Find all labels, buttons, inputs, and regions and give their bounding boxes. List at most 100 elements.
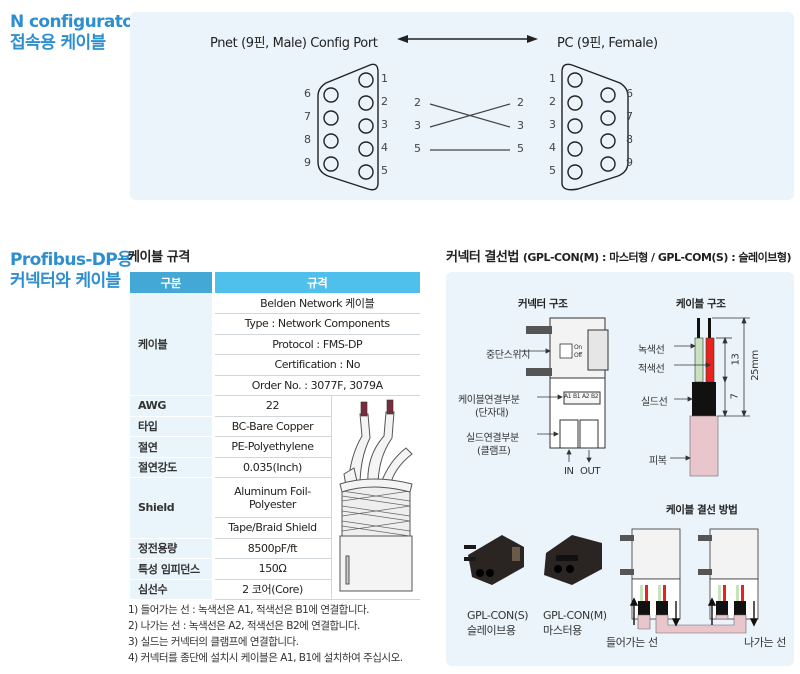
row-label-awg: AWG	[130, 395, 215, 417]
row-value-awg: 22	[213, 395, 331, 417]
table-row: Tape/Braid Shield	[130, 517, 420, 539]
male-pin-7: 7	[304, 110, 311, 123]
label-shield-connection: 실드연결부분	[466, 433, 519, 444]
row-label-insulation-strength: 절연강도	[130, 457, 215, 478]
right-port-label: PC (9핀, Female)	[557, 36, 658, 51]
terminal-a1: A1	[564, 393, 572, 400]
male-pin-9: 9	[304, 156, 311, 169]
male-pin-8: 8	[304, 133, 311, 146]
male-pin-4: 4	[381, 141, 388, 154]
wire-left-label-3: 3	[414, 119, 421, 132]
row-value-impedance: 150Ω	[213, 558, 331, 580]
label-jacket: 피복	[649, 456, 667, 467]
wiring-lines	[429, 103, 511, 151]
wiring-method-diagram	[620, 528, 759, 634]
product-model-m: GPL-CON(M)	[543, 609, 607, 622]
dim-7: 7	[729, 393, 741, 400]
table-row: 절연강도 0.035(Inch)	[130, 457, 420, 478]
table-row: Order No. : 3077F, 3079A	[130, 375, 420, 396]
cable-illustration-cell	[330, 395, 420, 600]
table-row: 특성 임피던스 150Ω	[130, 558, 420, 580]
wire-colors	[640, 585, 744, 601]
note-4: 4) 커넥터를 종단에 설치시 케이블은 A1, B1에 설치하여 주십시오.	[128, 652, 403, 664]
row-label-impedance: 특성 임피던스	[130, 558, 215, 580]
shielded-cable-illustration	[339, 399, 413, 592]
wiring-cable-path	[637, 614, 747, 634]
left-port-label: Pnet (9핀, Male) Config Port	[210, 36, 378, 51]
female-pin-3: 3	[549, 118, 556, 131]
label-green-wire: 녹색선	[638, 345, 665, 356]
label-termination-switch: 중단스위치	[486, 350, 531, 361]
n-configurator-panel	[130, 12, 794, 200]
table-header-row: 구분 규격	[130, 272, 420, 293]
label-out: OUT	[580, 466, 601, 477]
female-pin-6: 6	[626, 87, 633, 100]
wire-right-label-2: 2	[517, 96, 524, 109]
spec-title: 케이블 규격	[128, 250, 190, 265]
double-arrow-icon	[397, 35, 538, 43]
red-wire	[705, 337, 715, 383]
terminal-b2: B2	[591, 393, 599, 400]
connector-structure-diagram	[520, 317, 609, 463]
wire-core-1	[360, 401, 368, 417]
connector-structure-title: 커넥터 구조	[518, 298, 568, 310]
dim-13: 13	[730, 353, 742, 366]
label-on: On	[574, 344, 582, 351]
wire-left-label-2: 2	[414, 96, 421, 109]
table-row: Protocol : FMS-DP	[130, 334, 420, 355]
row-label-insulation: 절연	[130, 436, 215, 458]
table-row: 정전용량 8500pF/ft	[130, 538, 420, 559]
section2-title-line1: Profibus-DP용	[10, 250, 133, 270]
dim-total: 25mm	[749, 350, 761, 381]
config-cable-diagram	[317, 35, 629, 191]
row-value-capacitance: 8500pF/ft	[213, 538, 331, 559]
label-red-wire: 적색선	[638, 364, 665, 375]
cable-structure-diagram	[670, 316, 750, 477]
table-row: 케이블 Belden Network 케이블	[130, 293, 420, 396]
male-db9-connector	[317, 63, 379, 191]
wiring-notes: 1) 들어가는 선 : 녹색선은 A1, 적색선은 B1에 연결합니다. 2) …	[128, 602, 403, 666]
row-label-capacitance: 정전용량	[130, 538, 215, 559]
terminal-b1: B1	[573, 393, 581, 400]
wire-right-label-5: 5	[517, 142, 524, 155]
arrow-in-icon	[629, 597, 639, 606]
table-row: 타입 BC-Bare Copper	[130, 416, 420, 437]
cable-structure-title: 케이블 구조	[676, 298, 726, 310]
wire-3-to-2	[429, 103, 511, 128]
wire-left-label-5: 5	[414, 142, 421, 155]
section2-title: Profibus-DP용 커넥터와 케이블	[10, 250, 133, 292]
cable-value-1: Type : Network Components	[213, 313, 420, 335]
note-1: 1) 들어가는 선 : 녹색선은 A1, 적색선은 B1에 연결합니다.	[128, 604, 369, 616]
cable-value-2: Protocol : FMS-DP	[213, 334, 420, 355]
wiring-method-title: 케이블 결선 방법	[666, 504, 738, 516]
shield-wire	[692, 382, 716, 416]
row-value-cores: 2 코어(Core)	[213, 579, 331, 600]
table-row: Type : Network Components	[130, 313, 420, 335]
termination-switch-icon	[559, 343, 573, 359]
wire-right-label-3: 3	[517, 119, 524, 132]
cable-value-4: Order No. : 3077F, 3079A	[213, 375, 420, 396]
section2-title-line2: 커넥터와 케이블	[10, 271, 121, 291]
label-incoming-wire: 들어가는 선	[606, 636, 658, 649]
wire-core-2	[386, 399, 394, 415]
section1-title-line1: N configurator	[10, 12, 142, 32]
male-pin-1: 1	[381, 72, 388, 85]
connector-title-sub: (GPL-CON(M) : 마스터형 / GPL-COM(S) : 슬레이브형)	[522, 251, 792, 264]
section1-title-line2: 접속용 케이블	[10, 33, 106, 53]
row-label-cores: 심선수	[130, 579, 215, 600]
female-db9-connector	[561, 63, 629, 191]
cable-value-0: Belden Network 케이블	[213, 293, 420, 314]
cable-jacket	[689, 415, 719, 477]
product-desc-m: 마스터용	[543, 624, 582, 637]
header-category: 구분	[130, 272, 215, 293]
green-wire	[694, 337, 704, 383]
table-row: Shield Aluminum Foil-Polyester	[130, 477, 420, 539]
row-value-shield-1: Tape/Braid Shield	[213, 517, 331, 539]
male-pin-5: 5	[381, 164, 388, 177]
label-shield-connection-sub: (클램프)	[477, 446, 511, 457]
braid-pattern	[341, 490, 410, 537]
header-spec: 규격	[213, 272, 420, 293]
cable-value-3: Certification : No	[213, 354, 420, 376]
gpl-con-s-photo	[464, 535, 524, 585]
note-3: 3) 실드는 커넥터의 클램프에 연결합니다.	[128, 636, 299, 648]
